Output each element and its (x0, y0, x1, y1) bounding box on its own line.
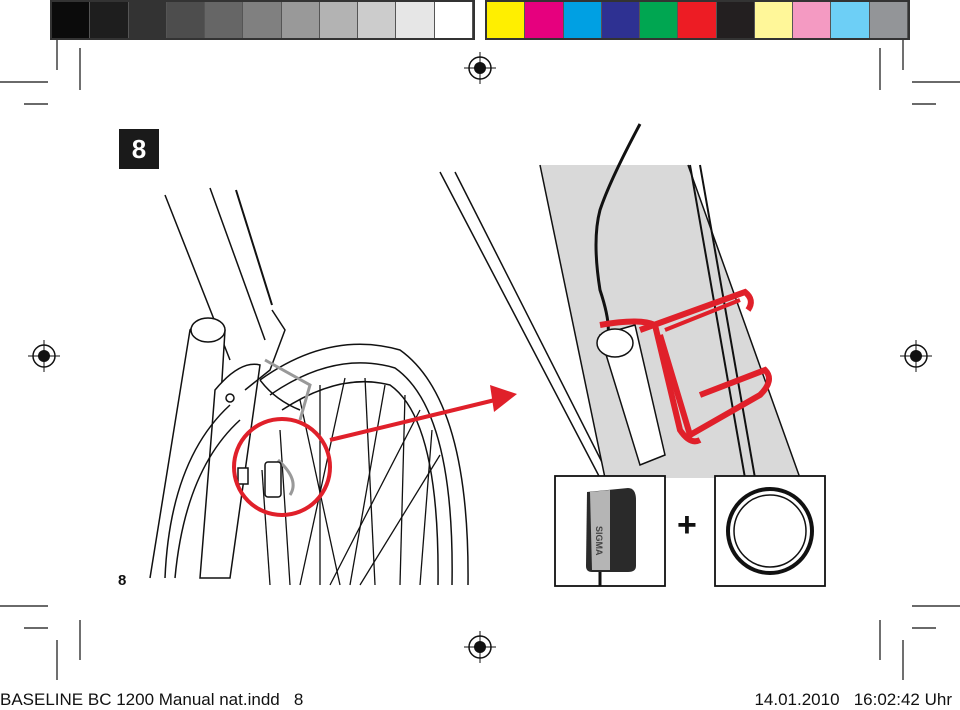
registration-mark-bottom (464, 631, 496, 663)
registration-mark-top (464, 52, 496, 84)
gray-swatch (52, 2, 91, 38)
registration-mark-left (28, 340, 60, 372)
process-color-swatch (563, 2, 602, 38)
gray-swatch (319, 2, 359, 38)
process-color-bar (485, 0, 910, 40)
process-color-swatch (831, 2, 870, 38)
zoomed-fork-sensor (439, 123, 801, 479)
process-color-swatch (640, 2, 679, 38)
gray-swatch (90, 2, 129, 38)
process-color-swatch (869, 2, 908, 38)
gray-swatch (358, 2, 397, 38)
process-color-swatch (487, 2, 526, 38)
sensor-inset (554, 475, 666, 587)
footer-timestamp: 14.01.2010 16:02:42 Uhr (754, 690, 952, 709)
gray-swatch (166, 2, 206, 38)
process-color-swatch (716, 2, 755, 38)
registration-mark-right (900, 340, 932, 372)
footer-file-name: BASELINE BC 1200 Manual nat.indd 8 (0, 690, 304, 709)
process-color-swatch (601, 2, 641, 38)
sensor-brand-label: SIGMA (594, 526, 604, 556)
process-color-swatch (678, 2, 717, 38)
gray-swatch (281, 2, 320, 38)
gray-scale-bar (50, 0, 475, 40)
process-color-swatch (793, 2, 832, 38)
highlight-callout (232, 385, 517, 517)
process-color-swatch (754, 2, 794, 38)
plus-sign: + (677, 506, 697, 544)
process-color-swatch (525, 2, 564, 38)
gray-swatch (243, 2, 282, 38)
crop-marks (0, 40, 960, 680)
page-number: 8 (118, 572, 127, 589)
step-number-badge: 8 (119, 129, 159, 169)
gray-swatch (205, 2, 244, 38)
gray-swatch (434, 2, 473, 38)
o-ring-inset (714, 475, 826, 587)
gray-swatch (128, 2, 167, 38)
gray-swatch (396, 2, 435, 38)
bike-fork-wheel (149, 187, 469, 586)
